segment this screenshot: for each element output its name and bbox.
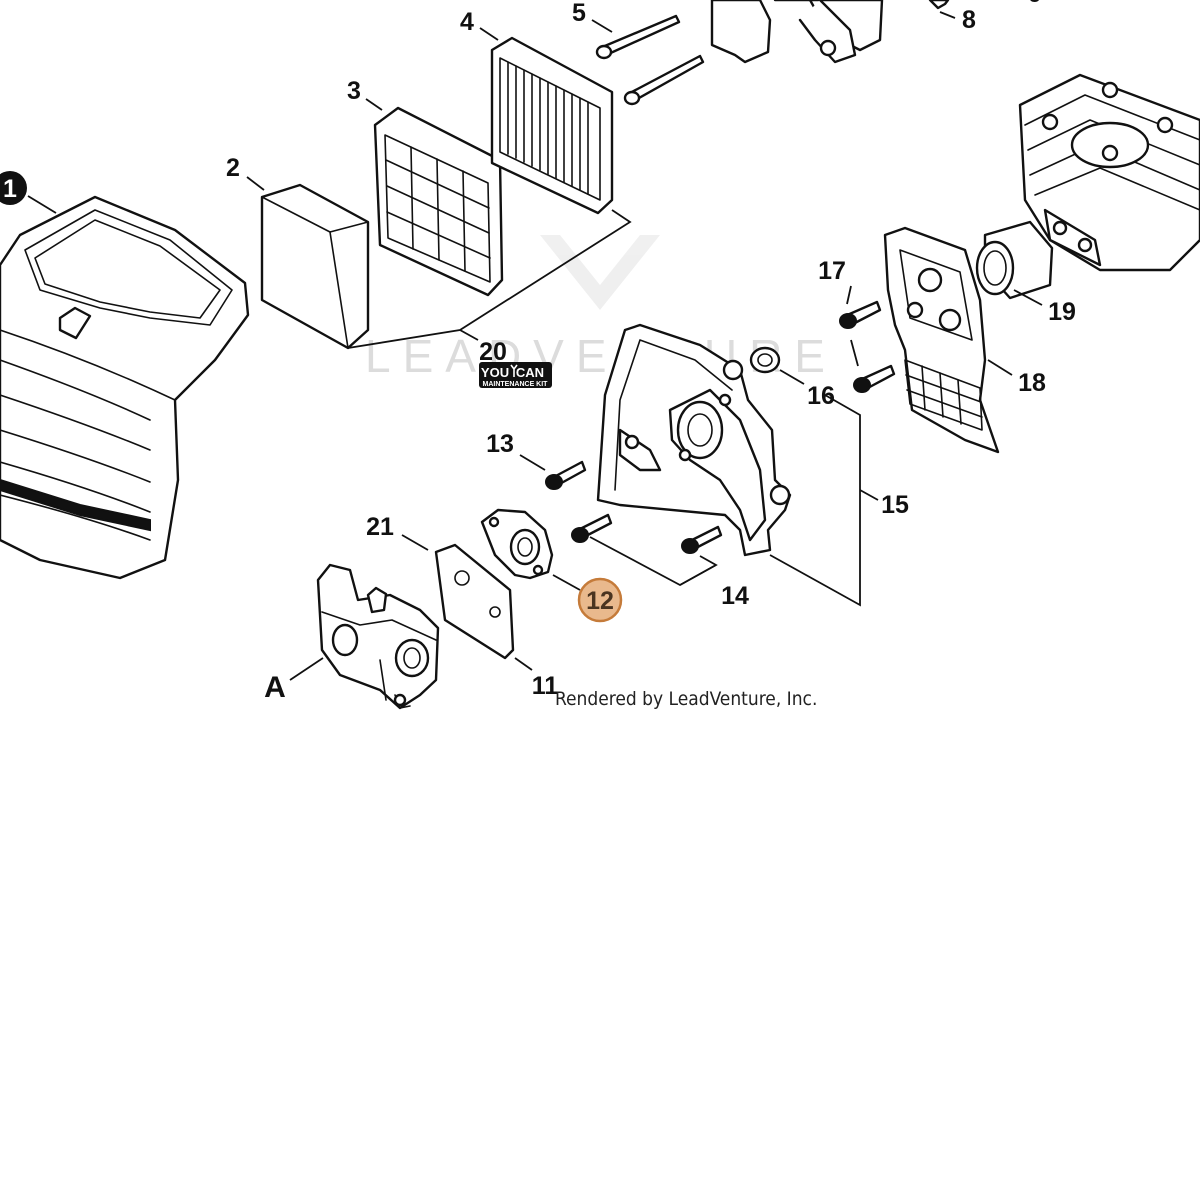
kit-badge-line2: CAN: [516, 365, 544, 380]
callout-3[interactable]: 3: [347, 77, 361, 105]
callout-18[interactable]: 18: [1018, 369, 1046, 397]
maintenance-kit-badge[interactable]: YOU CAN MAINTENANCE KIT: [479, 362, 552, 388]
callout-4[interactable]: 4: [460, 8, 474, 36]
callout-14[interactable]: 14: [721, 582, 749, 610]
part-1-shroud[interactable]: [0, 195, 250, 580]
kit-badge-line3: MAINTENANCE KIT: [483, 381, 549, 388]
part-13-screw[interactable]: [545, 460, 587, 490]
part-18-baffle-plate[interactable]: [883, 226, 1000, 454]
watermark: LEADVENTURE: [365, 235, 837, 382]
callout-12-highlight: [577, 577, 623, 623]
callout-A[interactable]: A: [264, 671, 286, 704]
part-5-screws[interactable]: [595, 14, 705, 106]
part-12-flange-spacer[interactable]: [480, 508, 554, 580]
rendered-by-credit: Rendered by LeadVenture, Inc.: [555, 688, 817, 710]
watermark-text: LEADVENTURE: [365, 330, 837, 382]
top-bracket-part[interactable]: [710, 0, 950, 64]
part-cylinder[interactable]: [1018, 73, 1200, 272]
callout-21[interactable]: 21: [366, 513, 394, 541]
callout-12[interactable]: 12: [586, 587, 614, 615]
part-4-paper-filter[interactable]: [490, 36, 614, 215]
callout-19[interactable]: 19: [1048, 298, 1076, 326]
callout-20[interactable]: 20: [479, 338, 507, 366]
part-3-filter-grid[interactable]: [373, 106, 504, 297]
part-16-grommet[interactable]: [749, 346, 781, 374]
callout-17[interactable]: 17: [818, 257, 846, 285]
callout-15[interactable]: 15: [881, 491, 909, 519]
wrench-icon: [510, 364, 518, 377]
part-A-carburetor[interactable]: [316, 563, 440, 710]
callout-13[interactable]: 13: [486, 430, 514, 458]
callout-2[interactable]: 2: [226, 154, 240, 182]
leader-lines: [27, 11, 1043, 681]
callout-9[interactable]: 9: [1028, 0, 1042, 8]
kit-badge-line1: YOU: [481, 365, 509, 380]
callout-16[interactable]: 16: [807, 382, 835, 410]
callout-1-badge: [0, 171, 27, 205]
part-19-intake-manifold[interactable]: [975, 220, 1054, 300]
part-15-carburetor-housing[interactable]: [596, 323, 792, 557]
callout-labels: 1 2 3 4 5 8 9 11 12 13 14 15 16 17 18 19…: [0, 0, 1076, 704]
part-14-screws[interactable]: [571, 513, 723, 554]
part-17-screws[interactable]: [839, 300, 896, 393]
callout-1[interactable]: 1: [3, 175, 17, 203]
part-2-prefilter-pad[interactable]: [260, 183, 370, 350]
callout-5[interactable]: 5: [572, 0, 586, 27]
callout-11[interactable]: 11: [532, 672, 559, 700]
callout-8[interactable]: 8: [962, 6, 976, 34]
part-11-gasket[interactable]: [434, 543, 515, 660]
